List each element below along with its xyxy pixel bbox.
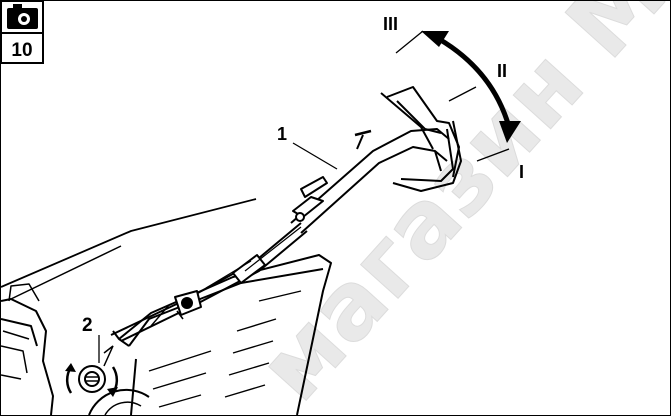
grass-catcher: [112, 254, 332, 415]
label-handle: 1: [277, 124, 287, 144]
lower-handle: [110, 222, 308, 342]
label-position-low: I: [519, 162, 524, 182]
label-knob: 2: [82, 315, 93, 336]
mower-body: [1, 198, 257, 415]
figure-number: 10: [11, 40, 32, 61]
upper-handle: [290, 86, 462, 234]
camera-icon: [7, 4, 38, 29]
label-position-high: III: [383, 14, 398, 34]
wheel: [88, 388, 150, 415]
label-position-mid: II: [497, 61, 507, 81]
height-knob: [65, 345, 118, 397]
position-indicator: [395, 30, 521, 162]
figure-badge: 10: [1, 1, 44, 64]
leader-lines: [98, 142, 338, 363]
